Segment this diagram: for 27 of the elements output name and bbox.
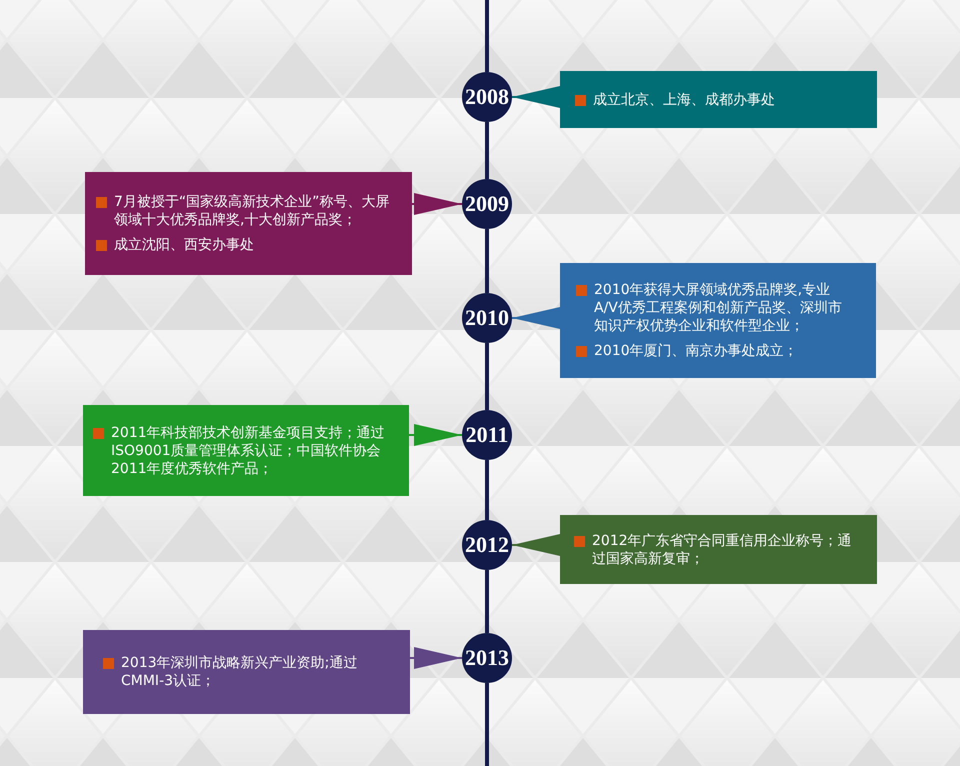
timeline-line [485,122,489,179]
timeline-line [485,229,489,293]
callout-box [560,515,877,584]
event-text: 2013年深圳市战略新兴产业资助;通过CMMI-3认证； [121,654,358,690]
callout-pointer [412,193,462,215]
callout-pointer [409,424,462,446]
timeline-line [485,570,489,633]
callout-box [83,630,410,714]
callout-pointer [512,534,560,556]
event-text: 成立沈阳、西安办事处 [114,236,255,254]
callout-pointer [512,307,560,329]
event-text: 2012年广东省守合同重信用企业称号；通过国家高新复审； [592,532,853,568]
callout-box [560,263,876,378]
callout-box [560,71,877,128]
callout-pointer [512,86,560,108]
callout-box [83,405,409,496]
timeline-line [485,343,489,410]
timeline-line [485,460,489,520]
event-text: 成立北京、上海、成都办事处 [593,90,776,108]
event-text: 2010年获得大屏领域优秀品牌奖,专业A/V优秀工程案例和创新产品奖、深圳市知识产权优势企业和软件型企业； [594,281,843,335]
event-text: 2010年厦门、南京办事处成立； [594,342,799,360]
timeline-line [485,683,489,766]
event-text: 2011年科技部技术创新基金项目支持；通过ISO9001质量管理体系认证；中国软件协会2011年度优秀软件产品； [111,424,386,478]
callout-pointer [410,647,462,669]
timeline-line [485,0,489,72]
event-text: 7月被授于“国家级高新技术企业”称号、大屏领域十大优秀品牌奖,十大创新产品奖； [114,193,390,229]
callout-box [85,172,412,275]
